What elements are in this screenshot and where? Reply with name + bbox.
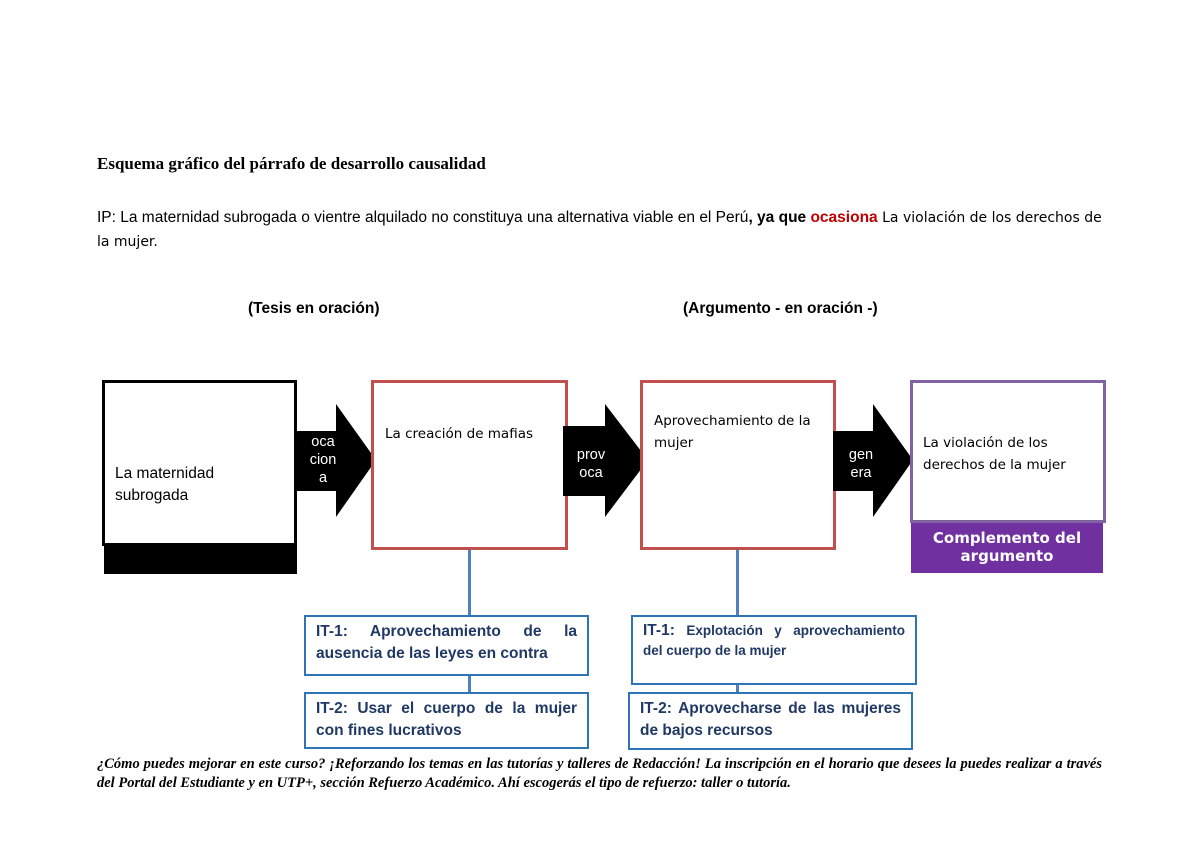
arrow-right-icon [563, 404, 648, 517]
ip-text: IP: La maternidad subrogada o vientre al… [97, 209, 749, 226]
arrow-label-provoca: prov oca [566, 446, 616, 482]
box-maternidad-text: La maternidad subrogada [115, 465, 215, 504]
heading-argument: (Argumento - en oración -) [683, 300, 878, 317]
it1-right-label: IT-1: [643, 622, 675, 639]
it2-right-box: IT-2: Aprovecharse de las mujeres de baj… [628, 692, 913, 750]
arrow-right-icon [833, 404, 913, 517]
box-violacion: La violación de los derechos de la mujer [910, 380, 1106, 523]
ip-consequence: La violación de los derechos de la mujer… [97, 210, 1102, 250]
box-mafias: La creación de mafias [371, 380, 568, 550]
black-bar [104, 543, 297, 574]
connector-line-left-2 [468, 675, 471, 693]
it2-left-label: IT-2: [316, 700, 348, 717]
arrow-label-line: gen [848, 447, 874, 463]
box-aprovechamiento: Aprovechamiento de la mujer [640, 380, 836, 550]
it2-right-text: Aprovecharse de las mujeres de bajos rec… [640, 700, 901, 739]
it1-left-text: Aprovechamiento de la ausencia de las le… [316, 623, 577, 662]
arrow-label-line: prov [576, 447, 606, 463]
arrow-label-ocasiona: oca cion a [298, 433, 348, 487]
arrow-label-line: a [318, 470, 328, 486]
box-mafias-text: La creación de mafias [385, 426, 534, 442]
it1-left-label: IT-1: [316, 623, 348, 640]
arrow-label-line: cion [309, 452, 337, 468]
it2-right-label: IT-2: [640, 700, 672, 717]
complemento-label: Complemento del argumento [911, 523, 1103, 573]
arrow-label-line: oca [579, 465, 603, 481]
box-maternidad: La maternidad subrogada [102, 380, 297, 546]
arrow-right-icon [296, 404, 376, 517]
ip-statement: IP: La maternidad subrogada o vientre al… [97, 206, 1107, 254]
arrow-label-genera: gen era [836, 446, 886, 482]
page-title: Esquema gráfico del párrafo de desarroll… [97, 154, 486, 173]
ip-verb: ocasiona [810, 209, 878, 226]
ip-connector: , ya que [748, 209, 811, 226]
it1-right-box: IT-1: Explotación y aprovechamiento del … [631, 615, 917, 685]
connector-line-right [736, 550, 739, 616]
it1-right-text: Explotación y aprovechamiento del cuerpo… [643, 623, 905, 658]
connector-line-right-2 [736, 684, 739, 694]
arrow-label-line: oca [311, 434, 335, 450]
it2-left-box: IT-2: Usar el cuerpo de la mujer con fin… [304, 692, 589, 749]
box-violacion-text: La violación de los derechos de la mujer [923, 435, 1066, 473]
it2-left-text: Usar el cuerpo de la mujer con fines luc… [316, 700, 577, 739]
arrow-label-line: era [850, 465, 872, 481]
heading-thesis: (Tesis en oración) [248, 300, 380, 317]
box-aprovechamiento-text: Aprovechamiento de la mujer [654, 413, 811, 451]
connector-line-left [468, 550, 471, 616]
it1-left-box: IT-1: Aprovechamiento de la ausencia de … [304, 615, 589, 676]
footer-note: ¿Cómo puedes mejorar en este curso? ¡Ref… [97, 756, 1102, 791]
